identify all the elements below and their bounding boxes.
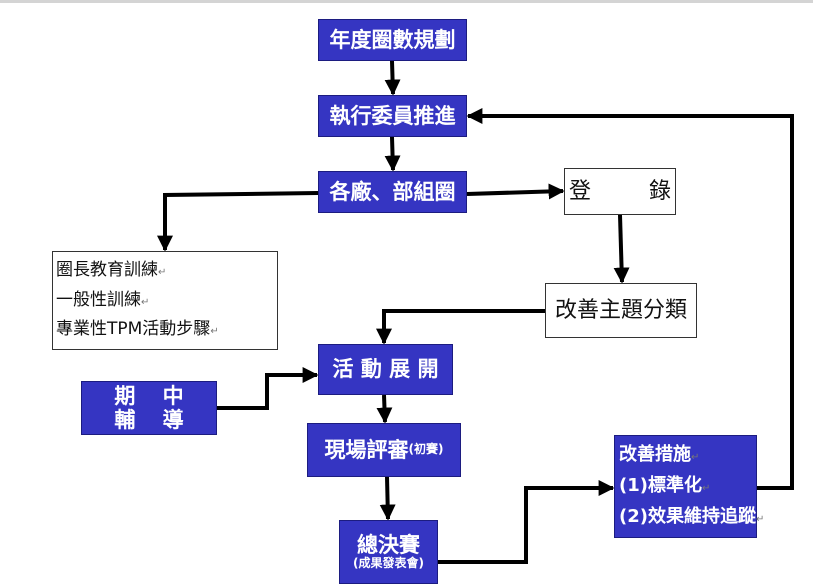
onsite-review-box: 現場評審(初賽) [307,423,461,477]
theme-category-box: 改善主題分類 [545,283,697,338]
arrow-mid-to-activity [217,367,319,410]
arrow-measures-to-exec [466,108,794,490]
measures-item-standardize: (1)標準化↵ [619,475,711,497]
exec-committee-label: 執行委員推進 [329,103,456,128]
top-border-strip [0,0,813,3]
annual-plan-box: 年度圈數規劃 [318,19,467,61]
arrow-onsite-to-final [379,476,396,521]
midterm-coaching-box: 期 中 輔 導 [81,381,217,435]
factory-circles-label: 各廠、部組圈 [329,179,456,204]
factory-circles-box: 各廠、部組圈 [318,171,467,213]
midterm-coaching-label: 期 中 輔 導 [114,383,194,432]
final-contest-box: 總決賽 (成果發表會) [339,520,438,584]
arrow-category-to-activity [376,309,545,345]
training-item-tpm: 專業性TPM活動步驟↵ [56,319,219,340]
register-label-second: 錄 [648,178,671,204]
final-contest-sublabel: (成果發表會) [353,556,424,571]
arrow-activity-to-onsite [376,394,393,424]
arrow-factory-to-training [157,191,319,252]
onsite-review-label: 現場評審 [324,437,409,462]
theme-category-label: 改善主題分類 [554,297,687,323]
training-box: 圈長教育訓練↵ 一般性訓練↵ 專業性TPM活動步驟↵ [52,251,278,350]
final-contest-label: 總決賽 [357,533,420,558]
annual-plan-label: 年度圈數規劃 [329,27,456,52]
onsite-review-sublabel: (初賽) [408,442,444,457]
arrow-factory-to-register [466,183,565,200]
activity-launch-box: 活 動 展 開 [318,344,453,395]
arrow-register-to-category [613,214,630,284]
arrow-final-to-measures [438,480,615,564]
improvement-measures-box: 改善措施↵ (1)標準化↵ (2)效果維持追蹤↵ [614,435,764,538]
training-item-general: 一般性訓練↵ [56,289,150,310]
arrow-annual-to-exec [384,60,401,96]
arrow-exec-to-factory [384,136,401,172]
measures-item-sustain: (2)效果維持追蹤↵ [619,506,765,528]
activity-launch-label: 活 動 展 開 [332,357,439,382]
training-item-leader: 圈長教育訓練↵ [56,260,167,281]
register-box: 登 錄 [564,168,676,215]
measures-title: 改善措施↵ [619,444,700,466]
exec-committee-box: 執行委員推進 [318,95,467,137]
register-label-first: 登 [569,178,592,204]
